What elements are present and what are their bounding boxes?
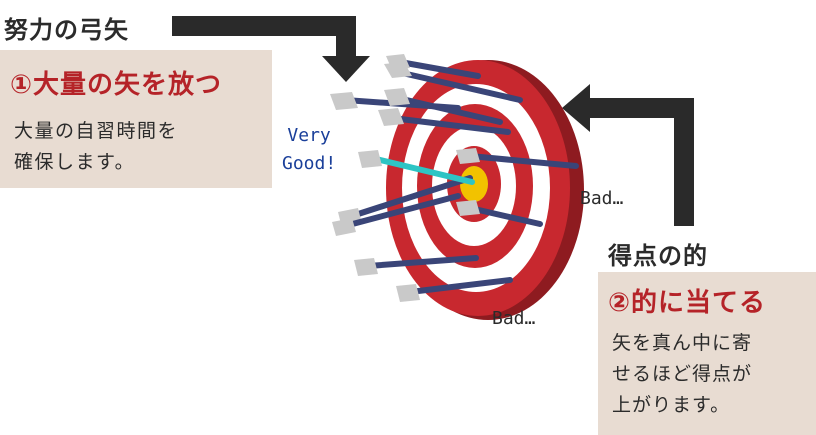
effort-info-box: ①大量の矢を放つ 大量の自習時間を 確保します。 [0,50,272,188]
arrow-very-good [358,150,475,185]
arrow [384,88,503,125]
target-pointer-arrow [562,84,694,226]
dartboard [386,60,584,320]
bad-label-upper: Bad… [580,188,624,209]
target-info-box: ②的に当てる 矢を真ん中に寄 せるほど得点が 上がります。 [598,272,816,435]
very-good-label: Very Good! [282,125,337,174]
target-box-body: 矢を真ん中に寄 せるほど得点が 上がります。 [612,332,753,416]
effort-pointer-arrow [172,16,370,82]
arrow [396,277,513,302]
bad-label-lower: Bad… [492,308,536,329]
arrow [332,193,461,236]
effort-box-body: 大量の自習時間を 確保します。 [14,120,179,173]
target-heading: 得点の的 [608,242,708,270]
effort-heading: 努力の弓矢 [4,16,129,44]
arrows [330,54,579,302]
target-box-title: ②的に当てる [608,288,767,318]
arrow [386,54,481,79]
arrow [378,108,511,135]
effort-box-title: ①大量の矢を放つ [10,70,223,100]
arrow [354,255,479,276]
arrow [456,200,543,227]
arrow [456,148,579,169]
